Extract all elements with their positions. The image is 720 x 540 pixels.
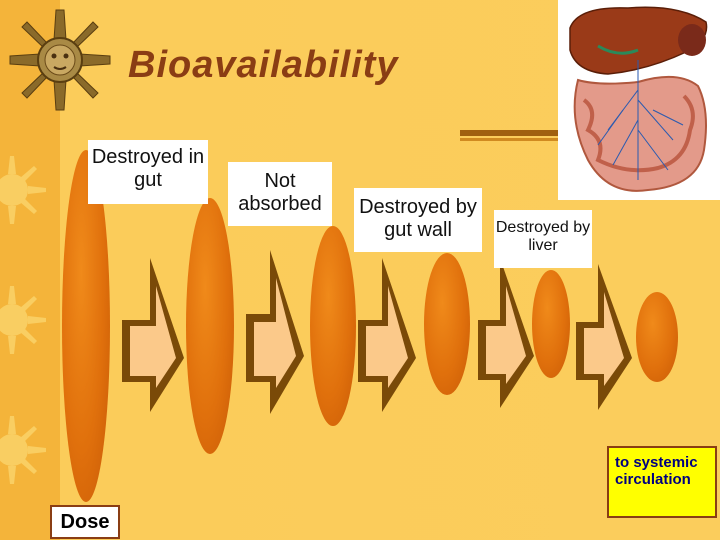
drug-amount-after-gut [186,198,234,454]
label-destroyed-by-gut-wall: Destroyed by gut wall [354,188,482,252]
systemic-circulation-label: to systemic circulation [607,446,717,518]
flow-arrow-5 [576,264,632,410]
drug-amount-dose [62,150,110,502]
drug-amount-after-gut-wall [424,253,470,395]
flow-arrow-1 [122,258,184,412]
dose-label: Dose [50,505,120,539]
label-destroyed-by-liver: Destroyed by liver [494,210,592,268]
drug-amount-after-absorption [310,226,356,426]
flow-arrow-4 [478,258,534,408]
drug-amount-systemic [636,292,678,382]
flow-arrow-2 [246,250,304,414]
label-destroyed-in-gut: Destroyed in gut [88,140,208,204]
flow-arrow-3 [358,258,416,412]
liver-gut-illustration [558,0,720,200]
drug-amount-after-liver [532,270,570,378]
sun-face-logo [9,9,111,111]
sun-icons [0,156,46,484]
title-rule [460,130,610,136]
label-not-absorbed: Not absorbed [228,162,332,226]
title-rule-accent [460,138,610,141]
page-title: Bioavailability [128,44,399,86]
